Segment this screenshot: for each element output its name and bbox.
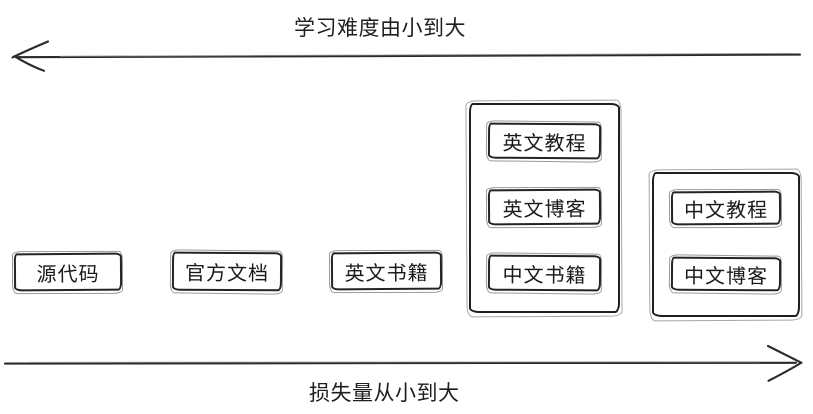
node-label: 中文教程 <box>683 199 769 222</box>
node-english-books: 英文书籍 <box>330 251 443 291</box>
node-label: 官方文档 <box>184 262 270 286</box>
node-chinese-blogs: 中文博客 <box>670 256 782 292</box>
bottom-axis-label: 损失量从小到大 <box>309 382 460 405</box>
node-label: 中文书籍 <box>502 264 587 287</box>
node-label: 英文教程 <box>502 132 587 155</box>
node-source-code: 源代码 <box>13 252 123 292</box>
node-official-docs: 官方文档 <box>171 251 283 292</box>
node-chinese-tutorials: 中文教程 <box>670 190 782 226</box>
top-axis-label: 学习难度由小到大 <box>294 17 466 40</box>
right-arrow-icon <box>3 344 803 382</box>
group-chinese-tutorials-blogs: 中文教程 中文博客 <box>652 172 800 317</box>
node-label: 源代码 <box>36 263 100 286</box>
node-english-tutorials: 英文教程 <box>487 122 602 160</box>
group-english-and-chinese-books: 英文教程 英文博客 中文书籍 <box>469 103 620 313</box>
node-label: 英文博客 <box>502 198 587 221</box>
node-label: 英文书籍 <box>344 262 429 285</box>
node-label: 中文博客 <box>683 265 769 288</box>
left-arrow-icon <box>11 40 802 72</box>
node-chinese-books: 中文书籍 <box>487 254 602 292</box>
node-english-blogs: 英文博客 <box>487 188 602 226</box>
